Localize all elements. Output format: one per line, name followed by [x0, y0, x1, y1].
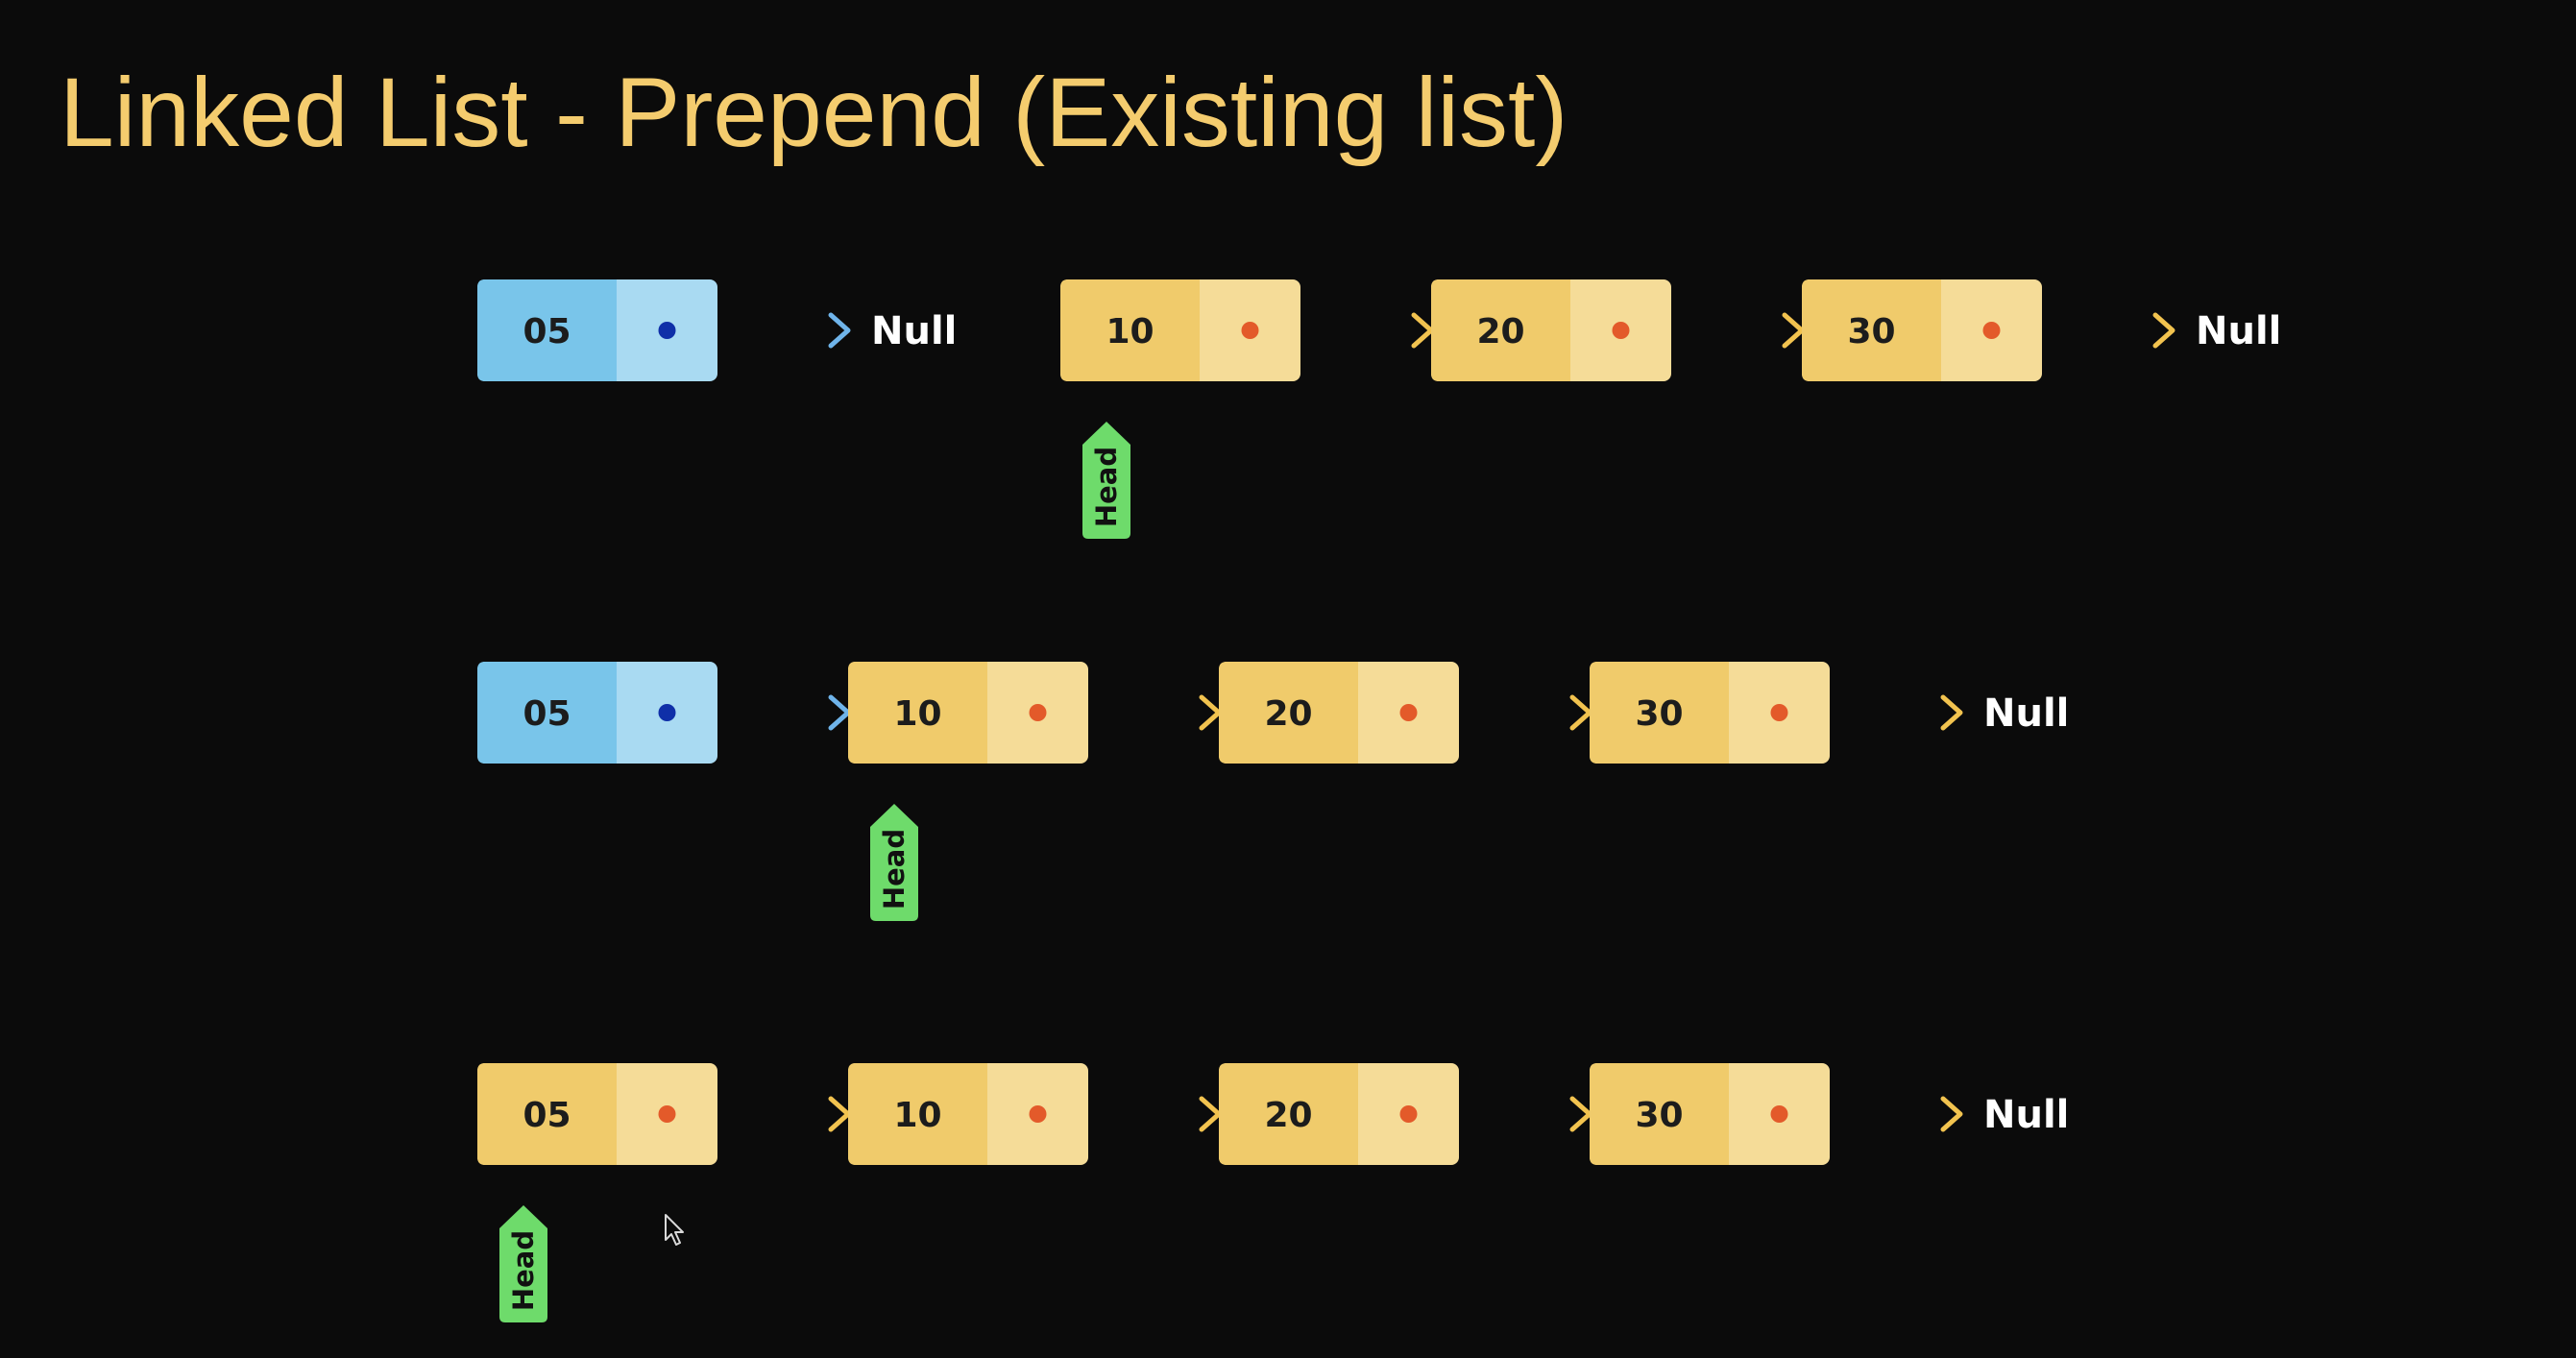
next-pointer-arrow	[1770, 1096, 1963, 1132]
page-title: Linked List - Prepend (Existing list)	[60, 58, 1568, 167]
node-value: 20	[1476, 312, 1524, 352]
next-pointer-arrow	[1982, 312, 2175, 349]
node-value: 10	[893, 694, 941, 734]
next-pointer-arrow	[658, 1096, 851, 1132]
pointer-dot	[1770, 1105, 1788, 1123]
node-value: 10	[1106, 312, 1154, 352]
node-value-cell	[1219, 1063, 1358, 1165]
null-terminal: Null	[1983, 1093, 2069, 1137]
null-terminal: Null	[1983, 691, 2069, 736]
pointer-dot	[1612, 322, 1630, 339]
node-value-cell	[477, 662, 617, 764]
head-label: Head	[1090, 447, 1123, 527]
node-value-cell	[1590, 1063, 1729, 1165]
node-value: 20	[1264, 1096, 1312, 1135]
pointer-dot	[658, 704, 676, 721]
node-value-cell	[1060, 279, 1200, 381]
list-node-05: 05	[477, 279, 717, 381]
arrow-head	[2152, 312, 2175, 349]
node-value-cell	[1590, 662, 1729, 764]
list-node-30: 30	[1590, 1063, 1830, 1165]
head-label: Head	[878, 829, 911, 909]
list-node-30: 30	[1802, 279, 2042, 381]
node-value-cell	[848, 662, 987, 764]
list-node-10: 10	[848, 662, 1088, 764]
node-value: 05	[522, 312, 571, 352]
node-value: 30	[1847, 312, 1895, 352]
pointer-dot	[1029, 704, 1047, 721]
node-value-cell	[477, 279, 617, 381]
list-node-30: 30	[1590, 662, 1830, 764]
list-node-10: 10	[848, 1063, 1088, 1165]
list-node-05: 05	[477, 662, 717, 764]
list-node-05: 05	[477, 1063, 717, 1165]
head-label: Head	[507, 1230, 540, 1311]
arrow-head	[828, 312, 851, 349]
pointer-dot	[1399, 704, 1418, 721]
node-value-cell	[1431, 279, 1570, 381]
node-value-cell	[1802, 279, 1941, 381]
node-value: 05	[522, 1096, 571, 1135]
node-value: 05	[522, 694, 571, 734]
mouse-cursor-icon	[665, 1214, 684, 1246]
node-value-cell	[477, 1063, 617, 1165]
list-node-20: 20	[1219, 662, 1459, 764]
pointer-dot	[1770, 704, 1788, 721]
head-tag	[870, 804, 918, 921]
pointer-dot	[1029, 1105, 1047, 1123]
next-pointer-arrow	[658, 312, 851, 349]
next-pointer-arrow	[1029, 694, 1222, 731]
pointer-dot	[658, 322, 676, 339]
list-node-20: 20	[1219, 1063, 1459, 1165]
node-value: 30	[1635, 694, 1683, 734]
null-terminal: Null	[871, 309, 957, 353]
null-terminal: Null	[2196, 309, 2281, 353]
node-value: 20	[1264, 694, 1312, 734]
pointer-dot	[1982, 322, 2001, 339]
node-value-cell	[848, 1063, 987, 1165]
node-value: 30	[1635, 1096, 1683, 1135]
node-value-cell	[1219, 662, 1358, 764]
head-tag	[499, 1205, 547, 1322]
head-marker: Head	[1082, 422, 1130, 539]
node-value: 10	[893, 1096, 941, 1135]
pointer-dot	[658, 1105, 676, 1123]
head-tag	[1082, 422, 1130, 539]
pointer-dot	[1241, 322, 1259, 339]
next-pointer-arrow	[1770, 694, 1963, 731]
head-marker: Head	[870, 804, 918, 921]
head-marker: Head	[499, 1205, 547, 1322]
list-node-10: 10	[1060, 279, 1300, 381]
arrow-head	[1940, 694, 1963, 731]
arrow-head	[1940, 1096, 1963, 1132]
pointer-dot	[1399, 1105, 1418, 1123]
list-node-20: 20	[1431, 279, 1671, 381]
